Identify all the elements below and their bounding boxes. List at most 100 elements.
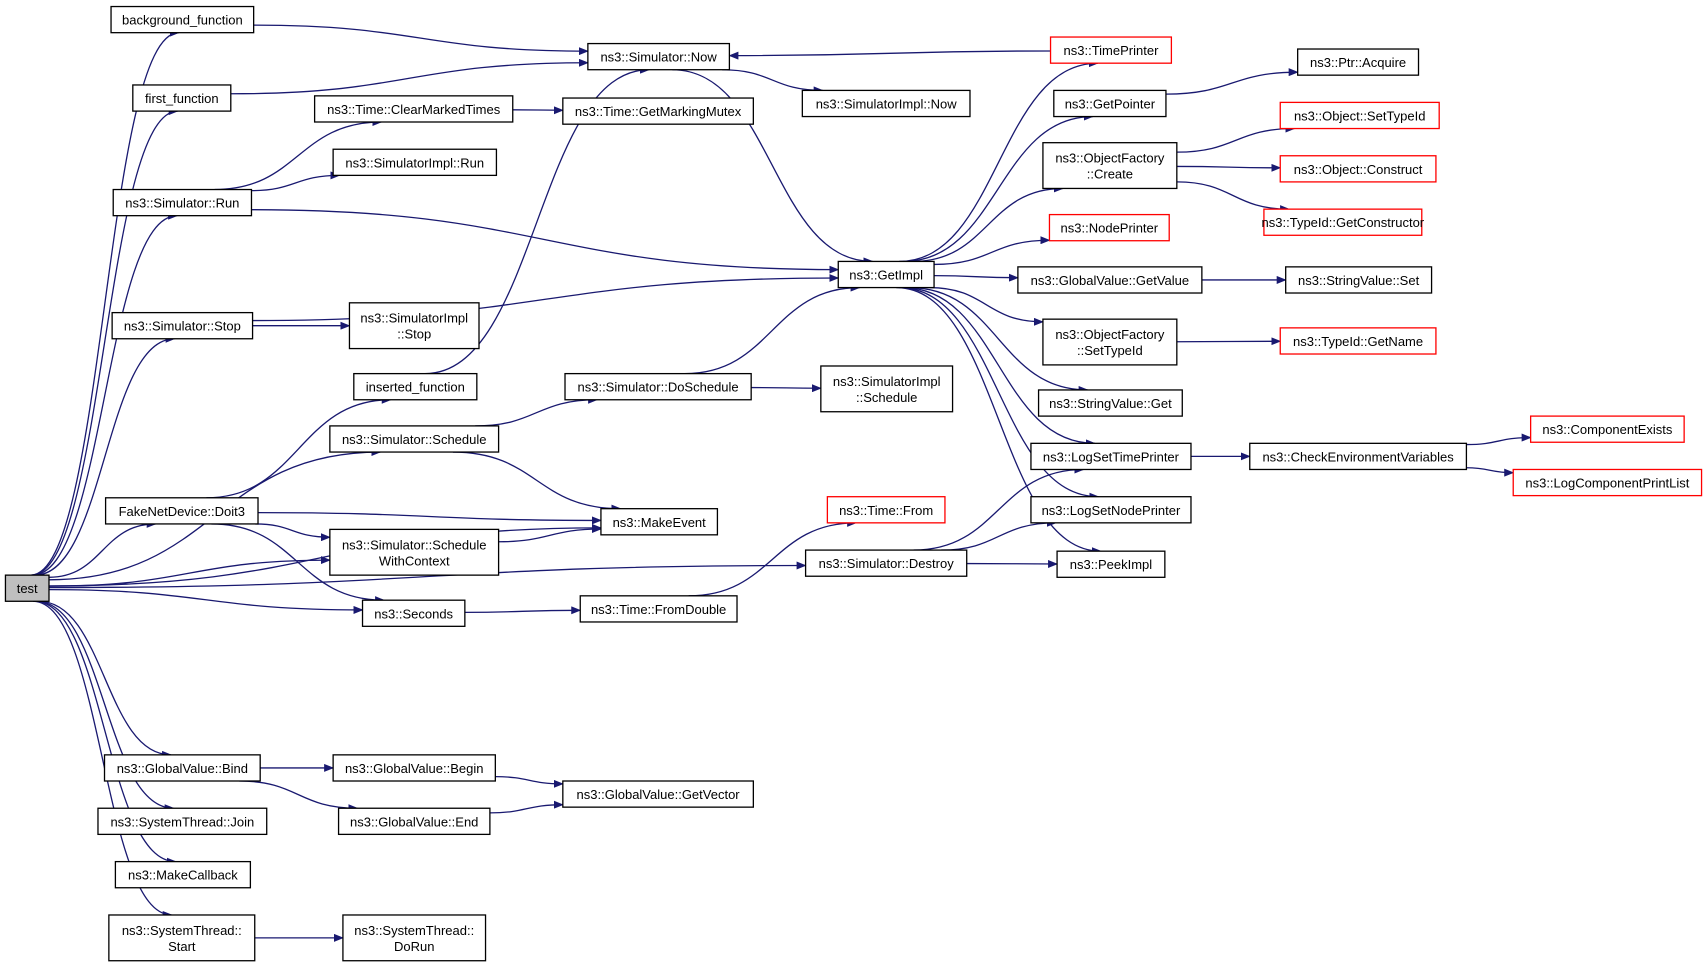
node-background-function[interactable]: background_function — [110, 5, 255, 34]
node-box[interactable] — [111, 311, 254, 340]
node-obj-construct[interactable]: ns3::Object::Construct — [1279, 155, 1437, 183]
node-box[interactable] — [97, 807, 268, 836]
node-box[interactable] — [329, 528, 500, 576]
node-sim-destroy[interactable]: ns3::Simulator::Destroy — [804, 549, 968, 577]
node-box[interactable] — [1048, 213, 1170, 242]
node-sim-now[interactable]: ns3::Simulator::Now — [587, 42, 731, 71]
node-ptr-acquire[interactable]: ns3::Ptr::Acquire — [1297, 48, 1420, 76]
node-box[interactable] — [1285, 266, 1433, 294]
node-doit3[interactable]: FakeNetDevice::Doit3 — [104, 497, 259, 525]
node-box[interactable] — [1042, 318, 1178, 366]
node-time-from[interactable]: ns3::Time::From — [826, 496, 946, 524]
node-box[interactable] — [587, 42, 731, 71]
node-box[interactable] — [342, 914, 487, 962]
node-box[interactable] — [1030, 496, 1192, 524]
node-si-schedule[interactable]: ns3::SimulatorImpl::Schedule — [820, 365, 954, 413]
node-sv-set[interactable]: ns3::StringValue::Set — [1285, 266, 1433, 294]
node-box[interactable] — [112, 188, 253, 217]
node-box[interactable] — [332, 754, 496, 782]
node-getimpl[interactable]: ns3::GetImpl — [837, 260, 935, 289]
node-box[interactable] — [332, 148, 498, 177]
node-make-callback[interactable]: ns3::MakeCallback — [114, 860, 252, 889]
node-nodeprinter[interactable]: ns3::NodePrinter — [1048, 213, 1170, 242]
node-logsetnodeprinter[interactable]: ns3::LogSetNodePrinter — [1030, 496, 1192, 524]
node-box[interactable] — [104, 497, 259, 525]
node-getpointer[interactable]: ns3::GetPointer — [1053, 89, 1167, 118]
node-box[interactable] — [837, 260, 935, 289]
node-checkenv[interactable]: ns3::CheckEnvironmentVariables — [1249, 442, 1468, 471]
node-gv-begin[interactable]: ns3::GlobalValue::Begin — [332, 754, 496, 782]
node-tid-getname[interactable]: ns3::TypeId::GetName — [1279, 327, 1437, 355]
node-box[interactable] — [801, 89, 971, 118]
node-box[interactable] — [1249, 442, 1468, 471]
node-gv-bind[interactable]: ns3::GlobalValue::Bind — [103, 754, 261, 782]
node-logcomponentprintlist[interactable]: ns3::LogComponentPrintList — [1512, 468, 1703, 497]
node-box[interactable] — [1053, 89, 1167, 118]
node-logsettimeprinter[interactable]: ns3::LogSetTimePrinter — [1030, 442, 1192, 471]
node-box[interactable] — [108, 914, 256, 962]
node-st-start[interactable]: ns3::SystemThread::Start — [108, 914, 256, 962]
node-box[interactable] — [353, 372, 478, 401]
node-sim-dosched[interactable]: ns3::Simulator::DoSchedule — [564, 372, 752, 401]
node-box[interactable] — [337, 807, 491, 836]
node-box[interactable] — [103, 754, 261, 782]
node-box[interactable] — [4, 574, 50, 602]
node-sim-run[interactable]: ns3::Simulator::Run — [112, 188, 253, 217]
node-inserted-function[interactable]: inserted_function — [353, 372, 478, 401]
node-box[interactable] — [1037, 389, 1183, 417]
node-box[interactable] — [826, 496, 946, 524]
node-peekimpl[interactable]: ns3::PeekImpl — [1056, 550, 1166, 578]
node-gv-end[interactable]: ns3::GlobalValue::End — [337, 807, 491, 836]
node-of-settypeid[interactable]: ns3::ObjectFactory::SetTypeId — [1042, 318, 1178, 366]
node-box[interactable] — [1279, 101, 1440, 130]
node-time-fromdouble[interactable]: ns3::Time::FromDouble — [579, 595, 738, 623]
node-sim-schedule[interactable]: ns3::Simulator::Schedule — [329, 425, 500, 453]
node-test[interactable]: test — [4, 574, 50, 602]
node-box[interactable] — [1263, 208, 1423, 236]
node-sv-get[interactable]: ns3::StringValue::Get — [1037, 389, 1183, 417]
node-box[interactable] — [1030, 442, 1192, 471]
node-box[interactable] — [1017, 266, 1203, 294]
node-make-event[interactable]: ns3::MakeEvent — [600, 508, 719, 536]
node-si-stop[interactable]: ns3::SimulatorImpl::Stop — [348, 302, 480, 350]
node-box[interactable] — [1042, 142, 1178, 190]
node-box[interactable] — [1279, 327, 1437, 355]
node-box[interactable] — [1529, 415, 1685, 443]
node-gv-getvector[interactable]: ns3::GlobalValue::GetVector — [562, 780, 754, 808]
node-box[interactable] — [361, 599, 466, 627]
node-time-gmm[interactable]: ns3::Time::GetMarkingMutex — [562, 97, 754, 125]
node-seconds[interactable]: ns3::Seconds — [361, 599, 466, 627]
node-st-join[interactable]: ns3::SystemThread::Join — [97, 807, 268, 836]
node-time-cmt[interactable]: ns3::Time::ClearMarkedTimes — [313, 95, 514, 123]
node-si-now[interactable]: ns3::SimulatorImpl::Now — [801, 89, 971, 118]
node-first-function[interactable]: first_function — [132, 84, 232, 112]
node-box[interactable] — [110, 5, 255, 34]
node-si-run[interactable]: ns3::SimulatorImpl::Run — [332, 148, 498, 177]
node-of-create[interactable]: ns3::ObjectFactory::Create — [1042, 142, 1178, 190]
node-box[interactable] — [600, 508, 719, 536]
node-box[interactable] — [329, 425, 500, 453]
node-box[interactable] — [564, 372, 752, 401]
node-obj-settypeid[interactable]: ns3::Object::SetTypeId — [1279, 101, 1440, 130]
node-box[interactable] — [1049, 36, 1173, 64]
node-timeprinter[interactable]: ns3::TimePrinter — [1049, 36, 1173, 64]
node-box[interactable] — [579, 595, 738, 623]
node-box[interactable] — [1297, 48, 1420, 76]
node-box[interactable] — [348, 302, 480, 350]
node-box[interactable] — [1056, 550, 1166, 578]
node-componentexists[interactable]: ns3::ComponentExists — [1529, 415, 1685, 443]
node-st-dorun[interactable]: ns3::SystemThread::DoRun — [342, 914, 487, 962]
node-box[interactable] — [562, 97, 754, 125]
node-sim-stop[interactable]: ns3::Simulator::Stop — [111, 311, 254, 340]
node-box[interactable] — [132, 84, 232, 112]
node-tid-getconstructor[interactable]: ns3::TypeId::GetConstructor — [1262, 208, 1425, 236]
node-box[interactable] — [1279, 155, 1437, 183]
node-box[interactable] — [820, 365, 954, 413]
node-gv-getvalue[interactable]: ns3::GlobalValue::GetValue — [1017, 266, 1203, 294]
node-box[interactable] — [562, 780, 754, 808]
node-box[interactable] — [114, 860, 252, 889]
node-box[interactable] — [1512, 468, 1703, 497]
node-box[interactable] — [804, 549, 968, 577]
node-box[interactable] — [313, 95, 514, 123]
